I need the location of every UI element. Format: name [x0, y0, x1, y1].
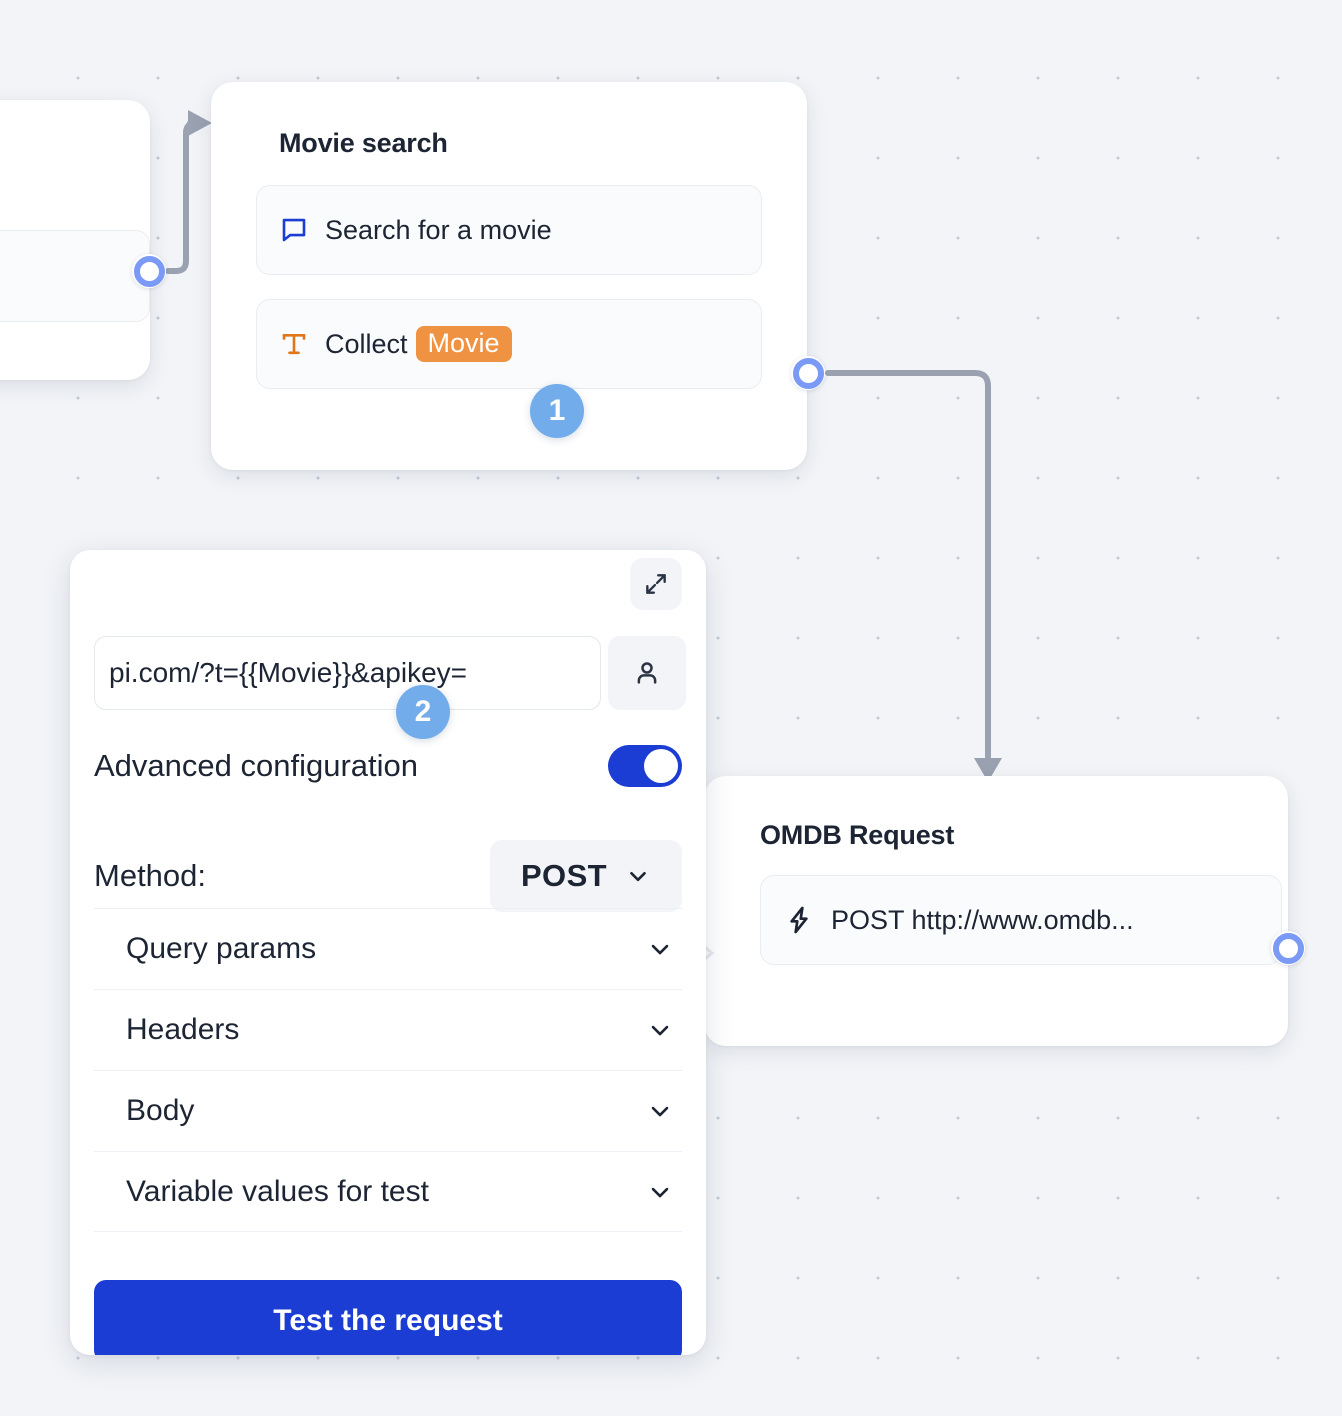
accordion-item-query-params[interactable]: Query params — [94, 908, 682, 989]
node-row-search-for-a-movie[interactable]: Search for a movie — [256, 185, 762, 275]
chevron-down-icon — [630, 871, 646, 882]
text-type-icon — [279, 329, 309, 359]
accordion-label-headers: Headers — [126, 1013, 240, 1046]
accordion-item-variable-values-for-test[interactable]: Variable values for test — [94, 1151, 682, 1232]
advanced-configuration-row[interactable]: Advanced configuration — [94, 745, 682, 787]
accordion-item-body[interactable]: Body — [94, 1070, 682, 1151]
chevron-down-icon — [651, 944, 669, 955]
lightning-bolt-icon — [783, 904, 815, 936]
node-row-omdb-post[interactable]: POST http://www.omdb... — [760, 875, 1282, 965]
method-selected-value: POST — [520, 858, 607, 893]
request-config-panel[interactable]: Advanced configuration Method: POST Quer… — [70, 550, 706, 1355]
expand-panel-button[interactable] — [630, 558, 682, 610]
step-badge-2: 2 — [396, 685, 450, 739]
chevron-down-icon — [651, 1187, 669, 1197]
step-badge-1: 1 — [530, 384, 584, 438]
node-movie-search[interactable]: Movie search Search for a movie Collect … — [211, 82, 807, 470]
accordion-label-body: Body — [126, 1094, 195, 1127]
port-omdb-output[interactable] — [1271, 931, 1305, 965]
node-row-search-label: Search for a movie — [325, 214, 552, 245]
collect-text: Collect — [325, 328, 408, 359]
advanced-configuration-label: Advanced configuration — [94, 748, 419, 783]
method-select[interactable]: POST — [490, 840, 682, 912]
method-label: Method: — [94, 858, 207, 893]
port-partial-output[interactable] — [132, 254, 166, 288]
chevron-down-icon — [651, 1106, 669, 1117]
port-movie-search-output[interactable] — [791, 356, 825, 390]
method-row: Method: POST — [94, 840, 682, 912]
node-row-omdb-label: POST http://www.omdb... — [831, 904, 1134, 935]
message-bubble-icon — [279, 215, 309, 245]
chevron-down-icon — [651, 1025, 669, 1036]
auth-user-button[interactable] — [608, 636, 686, 710]
request-url-input[interactable] — [94, 636, 601, 710]
node-movie-search-title: Movie search — [279, 128, 448, 158]
node-row-collect-label: Collect Movie — [325, 325, 512, 363]
accordion-item-headers[interactable]: Headers — [94, 989, 682, 1070]
node-partial-row[interactable] — [0, 230, 150, 322]
accordion-label-query-params: Query params — [126, 932, 317, 965]
url-row[interactable] — [94, 636, 686, 710]
accordion-label-variable-values-for-test: Variable values for test — [126, 1174, 429, 1208]
advanced-configuration-toggle[interactable] — [608, 745, 682, 787]
test-the-request-button[interactable]: Test the request — [94, 1280, 682, 1355]
config-accordion: Query params Headers Body Variable value… — [94, 908, 682, 1232]
person-icon — [637, 662, 657, 684]
node-partial-offscreen[interactable] — [0, 100, 150, 380]
node-omdb-request-title: OMDB Request — [760, 820, 955, 850]
node-omdb-request[interactable]: OMDB Request POST http://www.omdb... — [694, 776, 1288, 1046]
node-row-collect-movie[interactable]: Collect Movie — [256, 299, 762, 389]
expand-diagonal-icon — [646, 574, 666, 594]
variable-chip-movie[interactable]: Movie — [415, 325, 512, 363]
toggle-knob — [644, 749, 678, 783]
